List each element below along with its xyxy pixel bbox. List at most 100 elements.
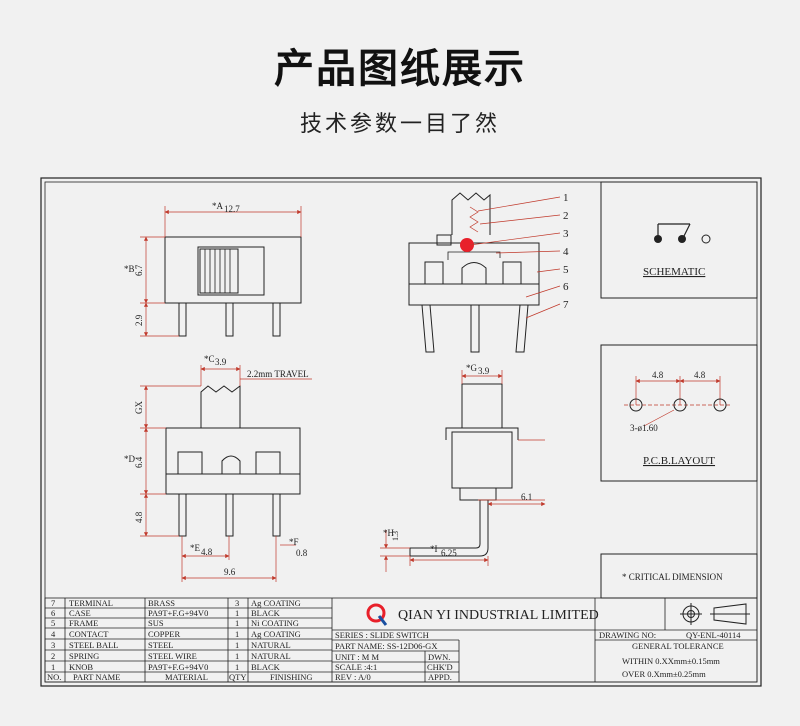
bom-row-finish: Ag COATING — [251, 629, 301, 639]
bom-row-no: 2 — [51, 651, 55, 661]
unit-label: UNIT : M M — [335, 652, 379, 662]
bom-row-no: 4 — [51, 629, 56, 639]
front-dim-f-value: 0.8 — [296, 548, 308, 558]
projection-symbol-icon — [680, 603, 750, 625]
appd-label: APPD. — [428, 672, 452, 682]
front-dim-f-label: *F — [289, 537, 299, 547]
bom-row-material: PA9T+F.G+94V0 — [148, 608, 208, 618]
drawing-no-value: QY-ENL-40114 — [686, 630, 741, 640]
bom-row-no: 3 — [51, 640, 55, 650]
page-title: 产品图纸展示 — [274, 46, 526, 92]
top-view — [140, 206, 302, 337]
bom-header-no: NO. — [47, 672, 61, 682]
company-logo-tail — [377, 615, 388, 626]
pcb-layout-label: P.C.B.LAYOUT — [643, 455, 715, 467]
bom-row-qty: 1 — [235, 640, 239, 650]
bom-row-material: PA9T+F.G+94V0 — [148, 662, 208, 672]
top-dim-a-label: *A — [212, 201, 224, 211]
front-dim-c-value: 3.9 — [215, 357, 227, 367]
bom-row-material: STEEL WIRE — [148, 651, 197, 661]
bom-row-name: CASE — [69, 608, 91, 618]
bom-row-qty: 1 — [235, 618, 239, 628]
bom-row-qty: 1 — [235, 662, 239, 672]
callout-6: 6 — [563, 281, 569, 293]
bom-row-name: KNOB — [69, 662, 93, 672]
tolerance-within: WITHIN 0.XXmm±0.15mm — [622, 656, 720, 666]
bom-row-material: SUS — [148, 618, 164, 628]
bom-row-name: FRAME — [69, 618, 98, 628]
bom-row-finish: Ag COATING — [251, 598, 301, 608]
profile-dim-i-label: *I — [430, 544, 438, 554]
pcb-pitch-2: 4.8 — [694, 370, 706, 380]
side-callout-leaders — [469, 196, 561, 319]
bom-row-qty: 1 — [235, 629, 239, 639]
callout-3: 3 — [563, 228, 569, 240]
bom-row-material: COPPER — [148, 629, 180, 639]
schematic-box — [600, 181, 758, 299]
schematic-contact-2 — [678, 235, 686, 243]
profile-dim-h-value: 1.3 — [391, 531, 400, 541]
bom-row-qty: 1 — [235, 651, 239, 661]
bom-row-finish: BLACK — [251, 662, 281, 672]
title-block-lines — [44, 597, 758, 683]
bom-row-finish: NATURAL — [251, 640, 291, 650]
bom-row-no: 6 — [51, 608, 55, 618]
page-subtitle: 技术参数一目了然 — [299, 112, 500, 137]
bom-row-finish: NATURAL — [251, 651, 291, 661]
top-dim-b-value: 6.7 — [134, 264, 144, 276]
tolerance-label: GENERAL TOLERANCE — [632, 641, 724, 651]
travel-label: 2.2mm TRAVEL — [247, 369, 309, 379]
bom-row-name: STEEL BALL — [69, 640, 119, 650]
rev-label: REV : A/0 — [335, 672, 371, 682]
pcb-hole-1 — [629, 398, 643, 412]
top-dim-b-label: *B — [124, 264, 135, 274]
front-dim-d-label: *D — [124, 454, 136, 464]
pcb-pitch-1: 4.8 — [652, 370, 664, 380]
callout-7: 7 — [563, 299, 569, 311]
bom-header-material: MATERIAL — [165, 672, 208, 682]
callout-4: 4 — [563, 246, 569, 258]
scale-label: SCALE :4:1 — [335, 662, 377, 672]
bom-row-name: SPRING — [69, 651, 99, 661]
steel-ball-marker — [460, 238, 474, 252]
front-dim-e-label: *E — [190, 543, 201, 553]
chkd-label: CHK'D — [427, 662, 453, 672]
critical-label: * CRITICAL DIMENSION — [622, 572, 723, 582]
front-dim-pin: 4.8 — [134, 511, 144, 523]
bom-row-name: TERMINAL — [69, 598, 113, 608]
front-dim-d-value: 6.4 — [134, 456, 144, 468]
front-dim-gx: GX — [134, 401, 144, 414]
bom-row-finish: BLACK — [251, 608, 281, 618]
callout-1: 1 — [563, 192, 569, 204]
bom-header-name: PART NAME — [73, 672, 120, 682]
profile-dim-g-label: *G — [466, 363, 478, 373]
bom-table: 7 TERMINAL BRASS 3 Ag COATING 6 CASE PA9… — [47, 598, 313, 682]
series-label: SERIES : SLIDE SWITCH — [335, 630, 429, 640]
bom-row-finish: Ni COATING — [251, 618, 299, 628]
pcb-dims — [624, 376, 730, 427]
pcb-hole-2 — [673, 398, 687, 412]
top-dim-pin-value: 2.9 — [134, 314, 144, 326]
drawing-no-label: DRAWING NO: — [599, 630, 656, 640]
bom-row-no: 5 — [51, 618, 55, 628]
pcb-hole-3 — [713, 398, 727, 412]
front-dim-c-label: *C — [204, 354, 215, 364]
schematic-label: SCHEMATIC — [643, 266, 705, 278]
callout-2: 2 — [563, 210, 569, 222]
side-view — [408, 192, 540, 353]
front-view — [140, 365, 312, 582]
pcb-layout-box — [600, 344, 758, 482]
bom-row-no: 7 — [51, 598, 55, 608]
sheet-outer-border — [40, 177, 762, 687]
company-logo-icon — [366, 603, 386, 623]
schematic-symbol — [657, 223, 691, 237]
front-dim-total: 9.6 — [224, 567, 236, 577]
bom-row-material: BRASS — [148, 598, 175, 608]
schematic-contact-1 — [654, 235, 662, 243]
bom-header-qty: QTY — [229, 672, 246, 682]
bom-row-material: STEEL — [148, 640, 174, 650]
bom-row-qty: 1 — [235, 608, 239, 618]
profile-dim-h-label: *H — [383, 528, 395, 538]
pcb-hole-label: 3-ø1.60 — [630, 423, 658, 433]
